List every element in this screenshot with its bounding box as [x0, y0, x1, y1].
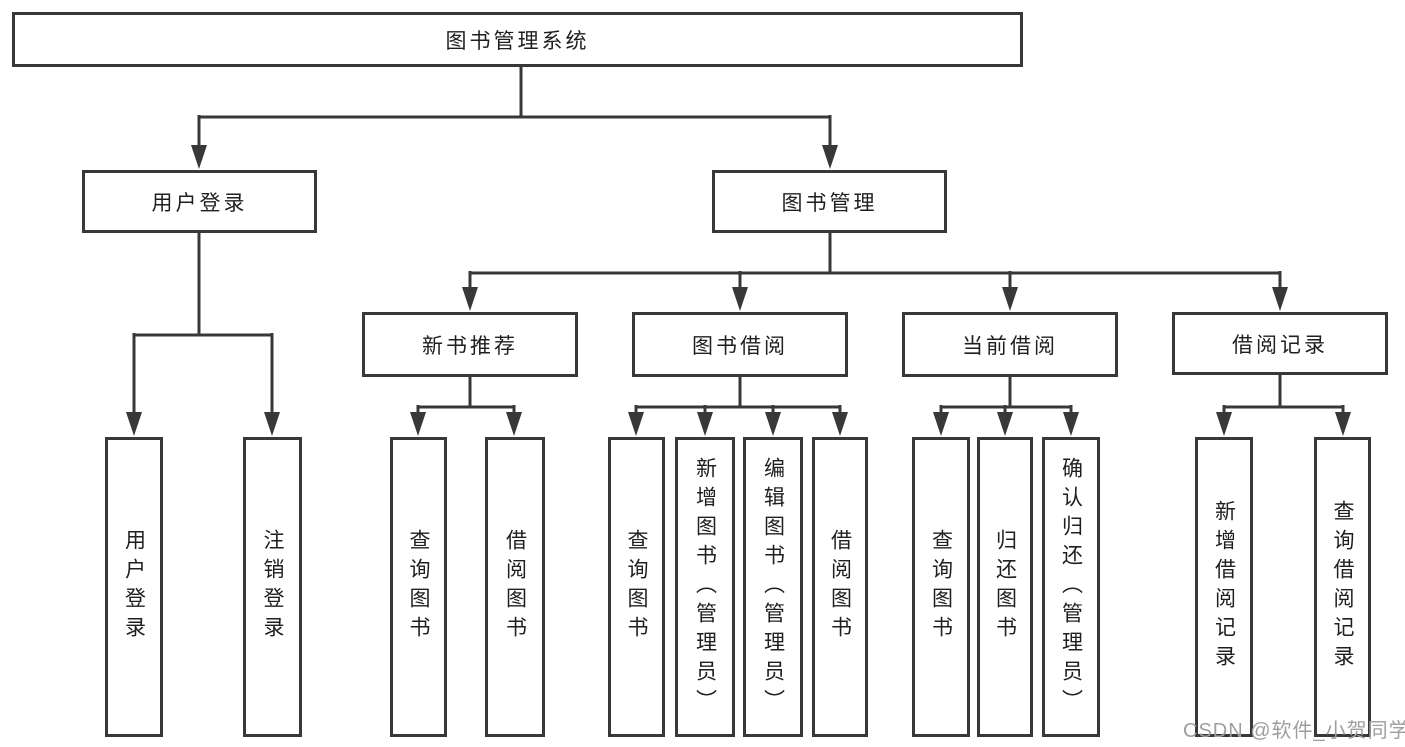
watermark-text: CSDN @软件_小贺同学 — [1183, 720, 1405, 742]
leaf-borrow-books-borrowing: 借阅图书 — [812, 437, 868, 737]
node-label: 归还图书 — [993, 529, 1017, 645]
leaf-return-book: 归还图书 — [977, 437, 1033, 737]
node-label: 查询图书 — [929, 529, 953, 645]
node-user-login: 用户登录 — [82, 170, 317, 233]
node-label: 借阅图书 — [503, 529, 527, 645]
node-book-management: 图书管理 — [712, 170, 947, 233]
leaf-user-login: 用户登录 — [105, 437, 163, 737]
node-label: 当前借阅 — [962, 334, 1058, 358]
node-label: 图书借阅 — [692, 334, 788, 358]
node-label: 新书推荐 — [422, 334, 518, 358]
node-label: 用户登录 — [122, 529, 146, 645]
leaf-add-borrow-record: 新增借阅记录 — [1195, 437, 1253, 737]
leaf-query-books-current: 查询图书 — [912, 437, 970, 737]
leaf-query-books-borrowing: 查询图书 — [608, 437, 665, 737]
node-label: 借阅图书 — [828, 529, 852, 645]
node-borrowing-records: 借阅记录 — [1172, 312, 1388, 375]
node-book-borrowing: 图书借阅 — [632, 312, 848, 377]
node-library-management-system: 图书管理系统 — [12, 12, 1023, 67]
node-label: 查询借阅记录 — [1331, 500, 1354, 674]
node-label: 确认归还（管理员） — [1059, 456, 1083, 718]
leaf-add-book-admin: 新增图书（管理员） — [675, 437, 735, 737]
node-label: 新增借阅记录 — [1212, 500, 1236, 674]
node-label: 借阅记录 — [1232, 333, 1328, 357]
leaf-confirm-return-admin: 确认归还（管理员） — [1042, 437, 1100, 737]
node-label: 新增图书（管理员） — [693, 456, 717, 718]
node-label: 图书管理系统 — [445, 29, 590, 53]
node-label: 编辑图书（管理员） — [761, 456, 785, 718]
leaf-query-borrow-record: 查询借阅记录 — [1314, 437, 1371, 737]
leaf-borrow-books-recommend: 借阅图书 — [485, 437, 545, 737]
node-current-borrowing: 当前借阅 — [902, 312, 1118, 377]
node-label: 用户登录 — [151, 191, 248, 215]
node-label: 注销登录 — [261, 529, 284, 645]
leaf-edit-book-admin: 编辑图书（管理员） — [743, 437, 803, 737]
leaf-logout: 注销登录 — [243, 437, 302, 737]
node-label: 查询图书 — [625, 529, 648, 645]
node-new-book-recommend: 新书推荐 — [362, 312, 578, 377]
node-label: 查询图书 — [407, 529, 430, 645]
leaf-query-books-recommend: 查询图书 — [390, 437, 447, 737]
node-label: 图书管理 — [781, 191, 878, 215]
